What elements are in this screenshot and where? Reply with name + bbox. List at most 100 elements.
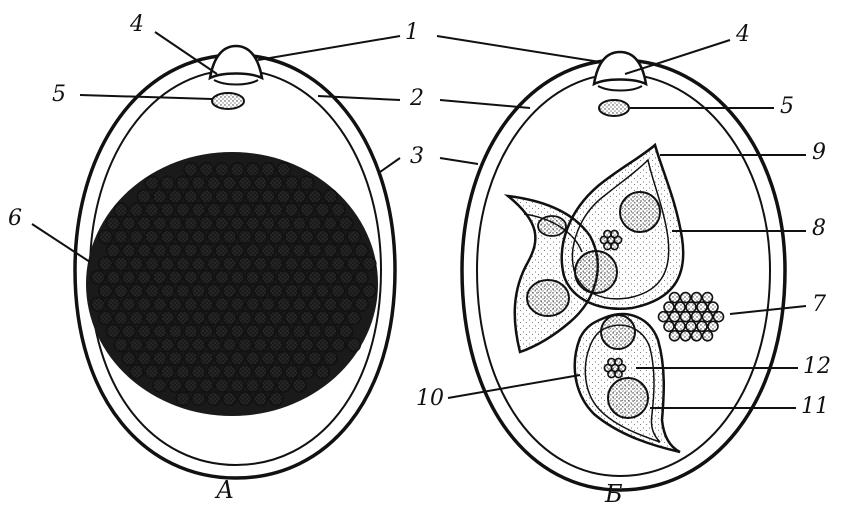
- yolk-cell: [231, 163, 245, 177]
- yolk-cell: [277, 163, 291, 177]
- egg-b-cell-cluster: [659, 293, 724, 341]
- cluster-cell: [692, 293, 702, 303]
- yolk-cell: [153, 352, 167, 366]
- yolk-cell: [122, 244, 136, 258]
- label-9: 9: [812, 142, 826, 164]
- yolk-cell: [184, 271, 198, 285]
- yolk-cell: [145, 311, 159, 325]
- yolk-cell: [215, 325, 229, 339]
- yolk-cell: [246, 244, 260, 258]
- yolk-cell: [114, 203, 128, 217]
- yolk-cell: [324, 298, 338, 312]
- yolk-cell: [223, 257, 237, 271]
- yolk-cell: [99, 230, 113, 244]
- label-2: 2: [410, 88, 424, 110]
- yolk-cell: [254, 365, 268, 379]
- yolk-cell: [238, 257, 252, 271]
- cluster-cell: [703, 293, 713, 303]
- yolk-cell: [215, 244, 229, 258]
- yolk-cell: [277, 244, 291, 258]
- yolk-cell: [200, 244, 214, 258]
- yolk-cell: [145, 365, 159, 379]
- yolk-cell: [215, 378, 229, 392]
- yolk-cell: [192, 176, 206, 190]
- yolk-cell: [339, 325, 353, 339]
- yolk-cell: [200, 163, 214, 177]
- yolk-cell: [269, 176, 283, 190]
- yolk-cell: [114, 338, 128, 352]
- yolk-cell: [254, 284, 268, 298]
- yolk-cell: [169, 244, 183, 258]
- yolk-cell: [316, 257, 330, 271]
- yolk-cell: [184, 325, 198, 339]
- yolk-cell: [246, 190, 260, 204]
- yolk-cell: [192, 284, 206, 298]
- yolk-cell: [254, 257, 268, 271]
- yolk-cell: [207, 176, 221, 190]
- yolk-cell: [207, 311, 221, 325]
- yolk-cell: [254, 311, 268, 325]
- yolk-cell: [200, 298, 214, 312]
- yolk-cell: [347, 284, 361, 298]
- yolk-cell: [246, 217, 260, 231]
- egg-b: [462, 52, 785, 490]
- cluster-cell: [675, 302, 685, 312]
- yolk-cell: [238, 284, 252, 298]
- yolk-cell: [153, 244, 167, 258]
- yolk-cell: [308, 217, 322, 231]
- yolk-cell: [138, 217, 152, 231]
- yolk-cell: [300, 257, 314, 271]
- label-10: 10: [416, 388, 444, 410]
- yolk-cell: [277, 298, 291, 312]
- yolk-cell: [231, 378, 245, 392]
- yolk-cell: [130, 203, 144, 217]
- yolk-cell: [331, 284, 345, 298]
- yolk-cell: [277, 190, 291, 204]
- yolk-cell: [231, 271, 245, 285]
- yolk-cell: [339, 217, 353, 231]
- yolk-cell: [153, 190, 167, 204]
- cluster-cell: [659, 312, 669, 322]
- label-4-a: 4: [130, 14, 144, 36]
- yolk-cell: [122, 325, 136, 339]
- yolk-cell: [207, 230, 221, 244]
- yolk-cell: [176, 392, 190, 406]
- yolk-cell: [192, 392, 206, 406]
- panel-caption-a: А: [216, 478, 234, 502]
- yolk-cell: [138, 190, 152, 204]
- yolk-cell: [293, 190, 307, 204]
- yolk-cell: [176, 311, 190, 325]
- yolk-cell: [169, 271, 183, 285]
- yolk-cell: [300, 203, 314, 217]
- yolk-cell: [347, 230, 361, 244]
- cluster-cell: [670, 312, 680, 322]
- label-3: 3: [410, 146, 424, 168]
- yolk-cell: [169, 378, 183, 392]
- yolk-cell: [262, 271, 276, 285]
- yolk-cell: [269, 311, 283, 325]
- cluster-cell: [664, 321, 674, 331]
- yolk-cell: [169, 190, 183, 204]
- yolk-cell: [308, 244, 322, 258]
- cluster-cell: [664, 302, 674, 312]
- yolk-cell: [331, 257, 345, 271]
- yolk-cell: [207, 365, 221, 379]
- nucleus-granule: [608, 358, 615, 365]
- yolk-cell: [223, 230, 237, 244]
- yolk-cell: [331, 230, 345, 244]
- yolk-cell: [246, 378, 260, 392]
- yolk-cell: [285, 311, 299, 325]
- yolk-cell: [114, 311, 128, 325]
- yolk-cell: [231, 244, 245, 258]
- yolk-cell: [107, 298, 121, 312]
- yolk-cell: [184, 244, 198, 258]
- yolk-cell: [293, 325, 307, 339]
- yolk-cell: [339, 271, 353, 285]
- label-12: 12: [803, 356, 831, 378]
- label-4-b: 4: [736, 24, 750, 46]
- yolk-cell: [331, 338, 345, 352]
- nucleus-granule: [615, 358, 622, 365]
- label-5-a: 5: [52, 84, 66, 106]
- cluster-cell: [703, 312, 713, 322]
- yolk-cell: [324, 352, 338, 366]
